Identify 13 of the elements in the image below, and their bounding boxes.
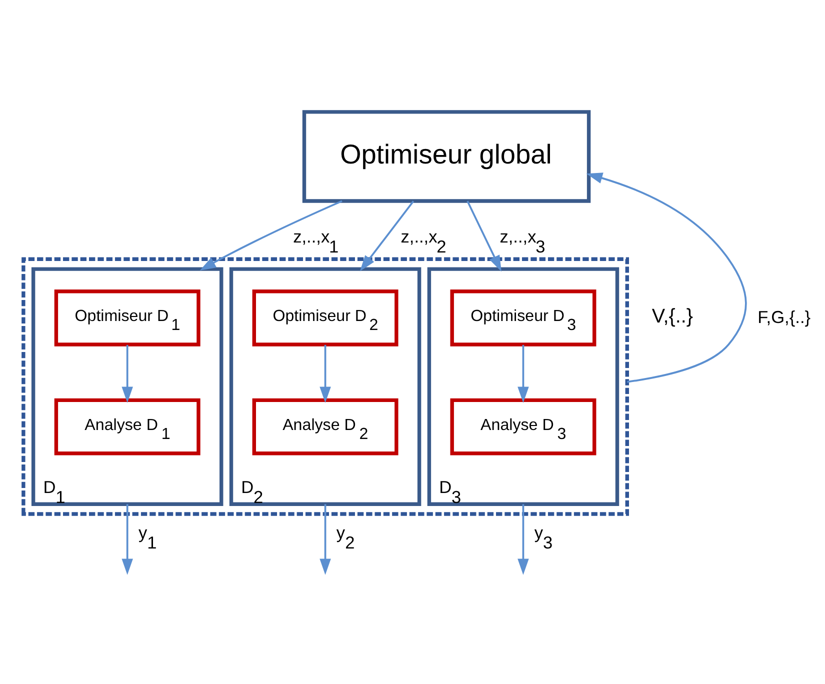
- arrow: [320, 344, 331, 402]
- edge-label: F,G,{..}: [758, 306, 811, 327]
- arrow: [518, 504, 529, 574]
- arrow: [122, 504, 133, 574]
- arrow: [360, 200, 414, 271]
- label: V,{..}: [652, 305, 693, 328]
- arrow: [320, 504, 331, 574]
- arrow: [518, 344, 529, 402]
- arrow: [200, 200, 342, 270]
- arrow: [466, 200, 502, 272]
- arrow: [122, 344, 133, 402]
- node-box: Optimiseur global: [302, 110, 591, 202]
- arrow: [586, 172, 747, 382]
